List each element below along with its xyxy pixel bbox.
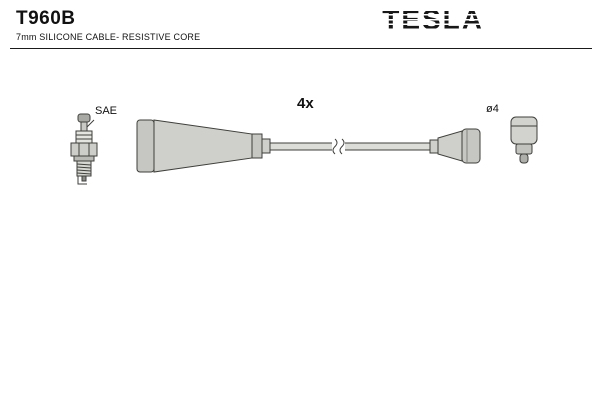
terminal-illustration [510, 116, 538, 164]
sae-label: SAE [95, 105, 118, 117]
spark-plug-illustration [70, 113, 98, 185]
diameter-label: ø4 [486, 103, 499, 115]
cable-illustration [136, 119, 481, 173]
header-divider [10, 48, 592, 49]
quantity-label: 4x [297, 95, 314, 112]
part-number: T960B [16, 8, 76, 29]
cable-description: 7mm SILICONE CABLE- RESISTIVE CORE [16, 32, 201, 42]
